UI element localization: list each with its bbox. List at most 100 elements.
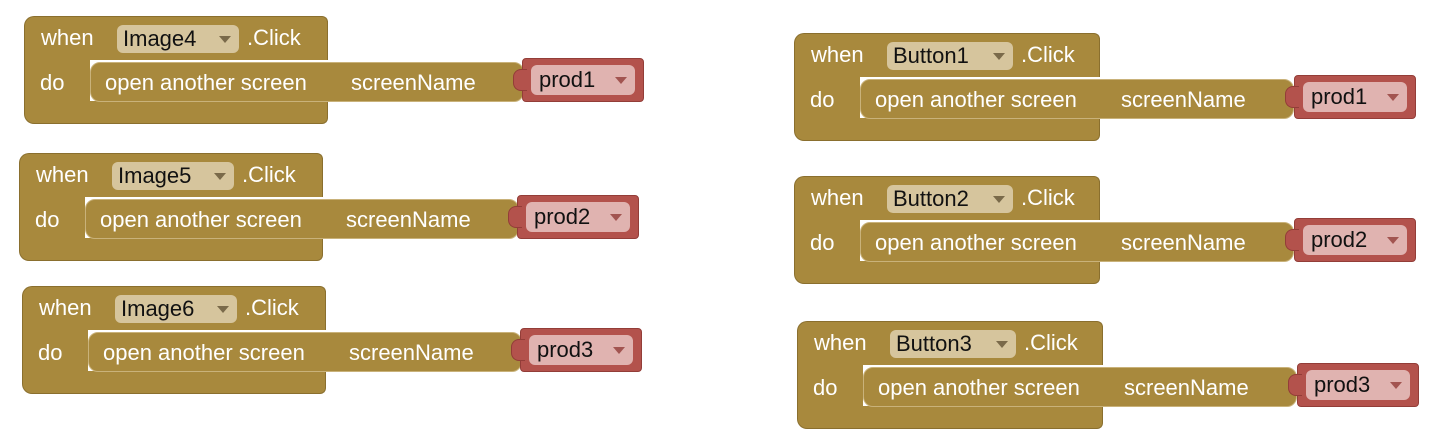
block-footer xyxy=(19,238,323,261)
socket-connector xyxy=(1285,229,1299,251)
screen-dropdown[interactable]: prod2 xyxy=(526,202,630,232)
action-label: open another screen xyxy=(875,87,1077,112)
socket-connector xyxy=(511,339,525,361)
component-dropdown[interactable]: Button3 xyxy=(890,330,1016,358)
component-name: Image5 xyxy=(118,163,192,188)
chevron-down-icon xyxy=(217,306,229,313)
block-body xyxy=(794,76,860,118)
socket-connector xyxy=(1285,86,1299,108)
block-body xyxy=(19,196,85,238)
event-name: .Click xyxy=(242,162,296,187)
screen-name: prod3 xyxy=(1314,372,1371,397)
screen-dropdown[interactable]: prod1 xyxy=(1303,82,1407,112)
screen-name-block[interactable]: prod2 xyxy=(508,195,639,239)
screen-name-block[interactable]: prod3 xyxy=(1288,363,1419,407)
param-label: screenName xyxy=(1121,87,1246,112)
screen-name: prod1 xyxy=(1311,84,1368,109)
chevron-down-icon xyxy=(1390,382,1402,389)
do-label: do xyxy=(38,340,63,365)
open-another-screen-block[interactable]: open another screen screenName xyxy=(88,332,522,372)
block-body xyxy=(794,219,860,261)
chevron-down-icon xyxy=(610,214,622,221)
open-another-screen-block[interactable]: open another screen screenName xyxy=(863,367,1297,407)
screen-name-block[interactable]: prod1 xyxy=(513,58,644,102)
component-name: Button1 xyxy=(893,43,969,68)
event-name: .Click xyxy=(245,295,299,320)
chevron-down-icon xyxy=(996,341,1008,348)
chevron-down-icon xyxy=(993,196,1005,203)
component-dropdown[interactable]: Image4 xyxy=(117,25,239,53)
open-another-screen-block[interactable]: open another screen screenName xyxy=(85,199,519,239)
component-name: Button3 xyxy=(896,331,972,356)
action-label: open another screen xyxy=(103,340,305,365)
screen-dropdown[interactable]: prod1 xyxy=(531,65,635,95)
socket-connector xyxy=(513,69,527,91)
block-footer xyxy=(24,101,328,124)
param-label: screenName xyxy=(351,70,476,95)
block-footer xyxy=(797,406,1103,429)
screen-name: prod1 xyxy=(539,67,596,92)
action-label: open another screen xyxy=(100,207,302,232)
event-header[interactable]: when Image5 .Click xyxy=(19,153,323,197)
event-block[interactable]: when Button3 .Click do open another screen sc… xyxy=(797,321,1436,429)
param-label: screenName xyxy=(1124,375,1249,400)
do-label: do xyxy=(813,375,838,400)
block-body xyxy=(797,364,863,406)
param-label: screenName xyxy=(349,340,474,365)
component-name: Image4 xyxy=(123,26,197,51)
event-header[interactable]: when Image6 .Click xyxy=(22,286,326,330)
component-name: Image6 xyxy=(121,296,195,321)
component-dropdown[interactable]: Button1 xyxy=(887,42,1013,70)
open-another-screen-block[interactable]: open another screen screenName xyxy=(90,62,524,102)
component-name: Button2 xyxy=(893,186,969,211)
screen-dropdown[interactable]: prod3 xyxy=(529,335,633,365)
chevron-down-icon xyxy=(613,347,625,354)
when-label: when xyxy=(39,295,92,320)
action-label: open another screen xyxy=(875,230,1077,255)
chevron-down-icon xyxy=(214,173,226,180)
component-dropdown[interactable]: Image5 xyxy=(112,162,234,190)
event-name: .Click xyxy=(247,25,301,50)
do-label: do xyxy=(40,70,65,95)
screen-name-block[interactable]: prod3 xyxy=(511,328,642,372)
screen-name-block[interactable]: prod2 xyxy=(1285,218,1416,262)
screen-name-block[interactable]: prod1 xyxy=(1285,75,1416,119)
event-name: .Click xyxy=(1024,330,1078,355)
screen-name: prod2 xyxy=(534,204,591,229)
when-label: when xyxy=(814,330,867,355)
screen-dropdown[interactable]: prod3 xyxy=(1306,370,1410,400)
socket-connector xyxy=(508,206,522,228)
screen-name: prod3 xyxy=(537,337,594,362)
event-block[interactable]: when Image4 .Click do open another screen scr… xyxy=(24,16,672,124)
component-dropdown[interactable]: Button2 xyxy=(887,185,1013,213)
screen-dropdown[interactable]: prod2 xyxy=(1303,225,1407,255)
chevron-down-icon xyxy=(1387,94,1399,101)
action-label: open another screen xyxy=(878,375,1080,400)
when-label: when xyxy=(811,42,864,67)
chevron-down-icon xyxy=(615,77,627,84)
chevron-down-icon xyxy=(219,36,231,43)
block-body xyxy=(22,329,88,371)
event-header[interactable]: when Image4 .Click xyxy=(24,16,328,60)
action-label: open another screen xyxy=(105,70,307,95)
when-label: when xyxy=(41,25,94,50)
do-label: do xyxy=(810,87,835,112)
when-label: when xyxy=(811,185,864,210)
open-another-screen-block[interactable]: open another screen screenName xyxy=(860,222,1294,262)
when-label: when xyxy=(36,162,89,187)
param-label: screenName xyxy=(346,207,471,232)
event-header[interactable]: when Button3 .Click xyxy=(797,321,1103,365)
component-dropdown[interactable]: Image6 xyxy=(115,295,237,323)
chevron-down-icon xyxy=(1387,237,1399,244)
param-label: screenName xyxy=(1121,230,1246,255)
open-another-screen-block[interactable]: open another screen screenName xyxy=(860,79,1294,119)
block-footer xyxy=(22,371,326,394)
event-block[interactable]: when Image6 .Click do open another screen scr… xyxy=(22,286,670,394)
do-label: do xyxy=(810,230,835,255)
